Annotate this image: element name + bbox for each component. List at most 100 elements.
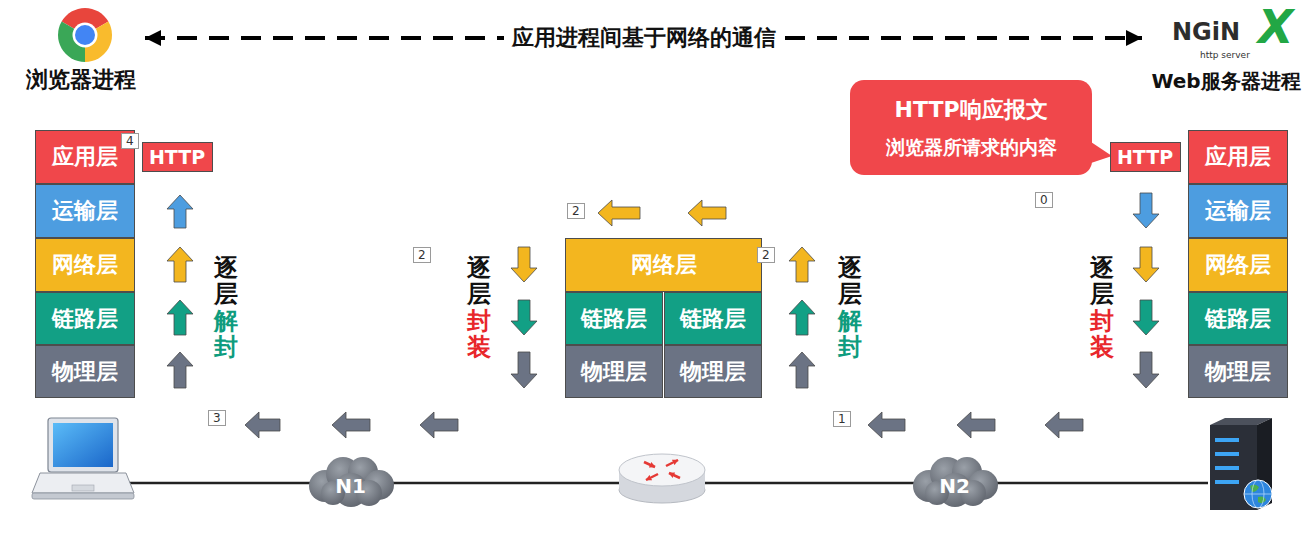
- node-text: 网络层: [1205, 250, 1271, 280]
- node-text: 运输层: [52, 196, 118, 226]
- flow-arrow: [1045, 412, 1083, 438]
- flow-arrow: [868, 412, 905, 438]
- logo-text: X: [1258, 0, 1293, 54]
- node-text: 浏览器进程: [26, 65, 136, 95]
- layer-box: 物理层: [565, 345, 663, 398]
- flow-arrow: [789, 352, 815, 388]
- laptop-icon: [32, 493, 134, 499]
- node-text: 链路层: [680, 304, 746, 334]
- node-text: 链路层: [52, 304, 118, 334]
- router-icon: [669, 473, 680, 478]
- process-note: 逐层: [1090, 255, 1114, 308]
- node-text: 物理层: [581, 357, 647, 387]
- layer-box: 链路层: [1188, 292, 1288, 345]
- process-note: 解封: [838, 308, 862, 361]
- flow-arrow: [245, 412, 280, 438]
- process-note: 逐层: [838, 255, 862, 308]
- flow-arrow: [598, 200, 640, 226]
- flow-arrow: [1133, 193, 1159, 228]
- flow-arrow: [789, 247, 815, 282]
- layer-box: 运输层: [35, 184, 135, 238]
- node-text: N1: [335, 474, 366, 498]
- server-icon: [1244, 494, 1272, 495]
- node-text: 物理层: [1205, 357, 1271, 387]
- node-text: 应用层: [52, 142, 118, 172]
- process-note: 逐层: [467, 255, 491, 308]
- chrome-icon: [73, 23, 98, 48]
- flow-arrow: [167, 352, 193, 388]
- layer-box: 链路层: [35, 292, 135, 345]
- protocol-box: HTTP: [1110, 142, 1181, 172]
- process-note: 逐层: [214, 255, 238, 308]
- layer-box: 物理层: [35, 345, 135, 398]
- layer-box: 链路层: [565, 292, 663, 345]
- layer-box: 网络层: [35, 238, 135, 292]
- router-icon: [619, 454, 705, 503]
- connector-label: 应用进程间基于网络的通信: [504, 23, 784, 53]
- node-text: 物理层: [680, 357, 746, 387]
- protocol-box: HTTP: [142, 142, 213, 172]
- server-icon: [1244, 480, 1272, 508]
- callout-number: 2: [413, 247, 431, 263]
- server-icon: [1210, 418, 1272, 510]
- flow-arrow: [511, 247, 537, 282]
- layer-box: 物理层: [664, 345, 762, 398]
- router-icon: [646, 474, 658, 480]
- process-note: 封装: [467, 308, 491, 361]
- router-icon: [666, 460, 678, 466]
- node-text: 网络层: [52, 250, 118, 280]
- layer-box: 物理层: [1188, 345, 1288, 398]
- callout-number: 1: [833, 411, 851, 427]
- server-icon: [1215, 452, 1239, 456]
- flow-arrow: [1133, 300, 1159, 335]
- flow-arrow: [167, 247, 193, 282]
- flow-arrow: [167, 195, 193, 228]
- node-text: 链路层: [1205, 304, 1271, 334]
- node-text: 应用层: [1205, 142, 1271, 172]
- router-icon: [644, 462, 655, 467]
- flow-arrow: [957, 412, 995, 438]
- node-text: 浏览器所请求的内容: [886, 135, 1057, 161]
- flow-arrow: [688, 200, 726, 226]
- laptop-icon: [48, 418, 118, 472]
- node-text: 运输层: [1205, 196, 1271, 226]
- chrome-icon: [75, 25, 95, 45]
- callout-number: 2: [567, 203, 585, 219]
- flow-arrow: [332, 412, 370, 438]
- flow-arrow: [167, 300, 193, 335]
- router-icon: [619, 454, 705, 486]
- server-icon: [1215, 438, 1239, 442]
- node-text: HTTP: [149, 146, 205, 168]
- layer-box: 应用层: [1188, 130, 1288, 184]
- logo-text: NGiN: [1172, 18, 1240, 46]
- callout-number: 2: [757, 247, 775, 263]
- process-note: 封装: [1090, 308, 1114, 361]
- callout-number: 4: [121, 133, 139, 149]
- callout-box: HTTP响应报文浏览器所请求的内容: [850, 80, 1092, 175]
- flow-arrow: [511, 300, 537, 335]
- server-icon: [1215, 480, 1239, 484]
- node-text: HTTP: [1117, 146, 1173, 168]
- layer-box: 网络层: [565, 238, 762, 292]
- logo-text: http server: [1200, 50, 1250, 60]
- flow-arrow: [1133, 352, 1159, 388]
- node-text: 网络层: [631, 250, 697, 280]
- network-cloud: N2: [907, 452, 1002, 508]
- process-note: 解封: [214, 308, 238, 361]
- flow-arrow: [789, 300, 815, 335]
- laptop-icon: [72, 485, 94, 491]
- callout-number: 3: [208, 410, 226, 426]
- server-icon: [1215, 466, 1239, 470]
- network-cloud: N1: [303, 452, 398, 508]
- node-text: HTTP响应报文: [894, 95, 1047, 125]
- laptop-icon: [32, 418, 134, 499]
- process-label: 浏览器进程: [19, 5, 143, 97]
- flow-arrow: [1133, 247, 1159, 282]
- layer-box: 网络层: [1188, 238, 1288, 292]
- flow-arrows: [167, 193, 1159, 438]
- node-text: Web服务器进程: [1151, 68, 1300, 95]
- layer-box: 运输层: [1188, 184, 1288, 238]
